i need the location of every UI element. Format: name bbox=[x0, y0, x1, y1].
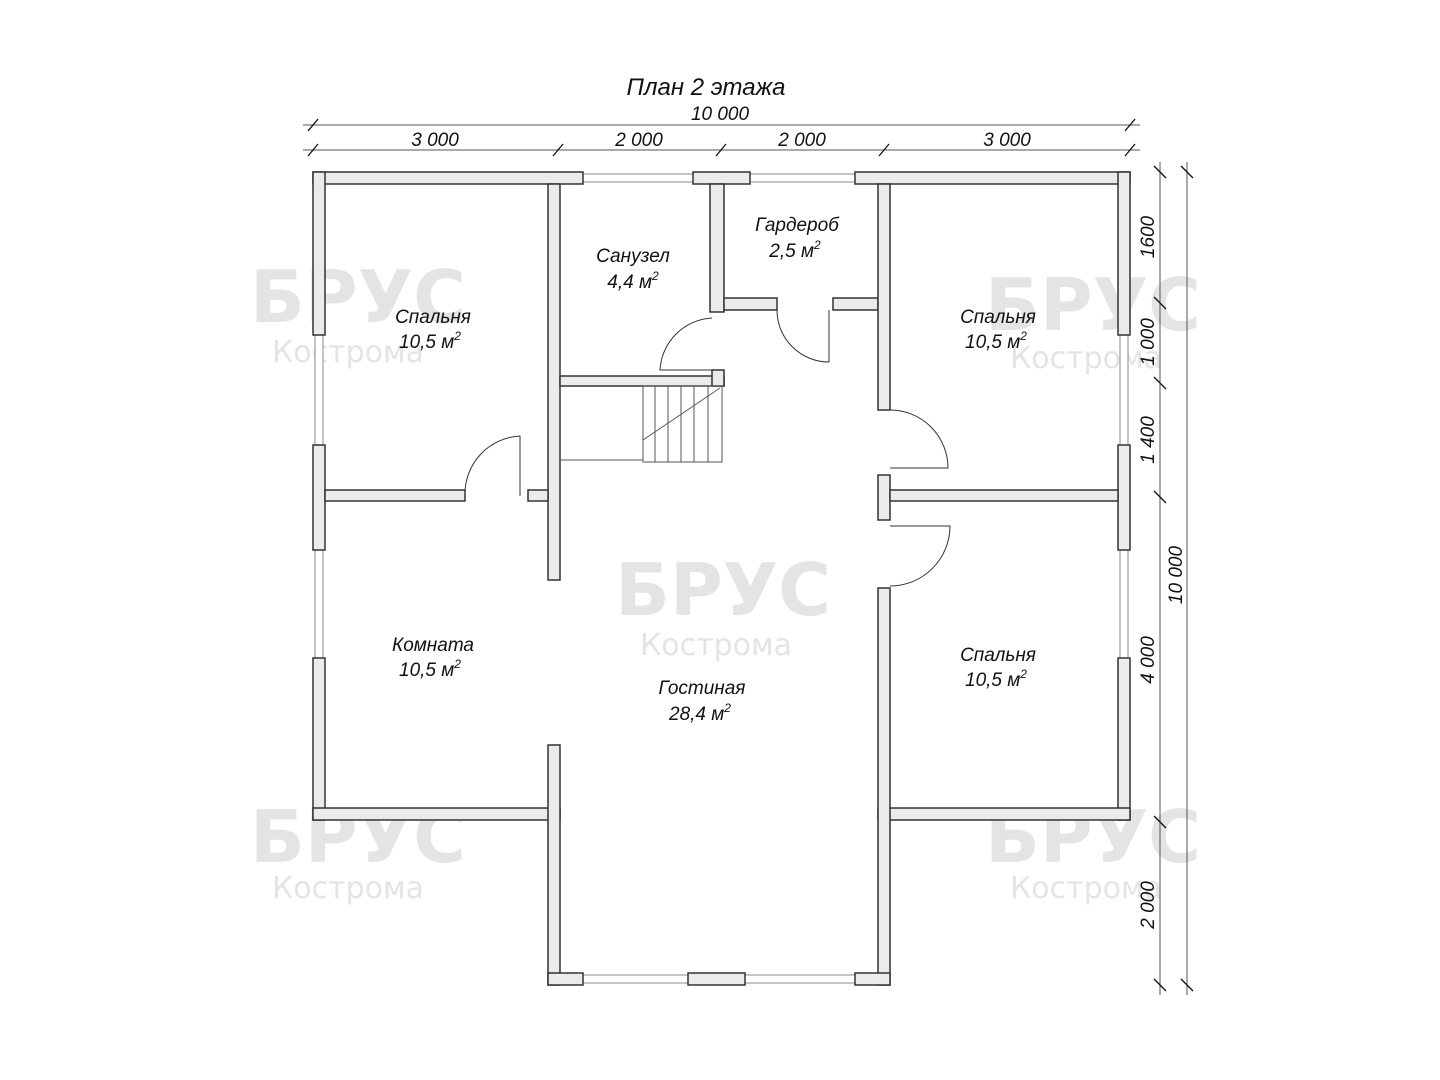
dim-label: 1600 bbox=[1138, 215, 1159, 258]
svg-text:Кострома: Кострома bbox=[1010, 341, 1162, 376]
dim-label: 4 000 bbox=[1138, 636, 1159, 684]
svg-text:БРУС: БРУС bbox=[985, 263, 1201, 347]
dim-label: 2 000 bbox=[777, 130, 826, 151]
svg-text:Спальня: Спальня bbox=[395, 307, 471, 328]
svg-text:Кострома: Кострома bbox=[1010, 871, 1162, 906]
svg-text:10,5 м2: 10,5 м2 bbox=[399, 657, 461, 681]
svg-text:4,4 м2: 4,4 м2 bbox=[607, 269, 659, 293]
svg-text:Гардероб: Гардероб bbox=[755, 215, 840, 236]
svg-text:28,4 м2: 28,4 м2 bbox=[668, 701, 731, 725]
svg-text:Спальня: Спальня bbox=[960, 645, 1036, 666]
svg-text:Спальня: Спальня bbox=[960, 307, 1036, 328]
plan-title: План 2 этажа bbox=[627, 74, 786, 101]
svg-text:Гостиная: Гостиная bbox=[659, 678, 746, 699]
svg-text:2,5 м2: 2,5 м2 bbox=[768, 238, 821, 262]
svg-text:Санузел: Санузел bbox=[596, 246, 670, 267]
dim-label: 1 400 bbox=[1138, 416, 1159, 464]
dim-label: 3 000 bbox=[411, 130, 459, 151]
doors bbox=[464, 309, 951, 587]
svg-text:10,5 м2: 10,5 м2 bbox=[399, 329, 461, 353]
windows bbox=[314, 173, 1129, 984]
dim-label: 2 000 bbox=[1138, 881, 1159, 930]
dim-total-right: 10 000 bbox=[1166, 546, 1187, 605]
stairs bbox=[560, 385, 723, 463]
svg-text:10,5 м2: 10,5 м2 bbox=[965, 329, 1027, 353]
svg-text:БРУС: БРУС bbox=[250, 255, 466, 339]
svg-text:БРУС: БРУС bbox=[615, 548, 831, 632]
right-dimensions: 1600 1 000 1 400 4 000 2 000 10 000 bbox=[1138, 162, 1194, 995]
dim-label: 2 000 bbox=[614, 130, 663, 151]
svg-text:10,5 м2: 10,5 м2 bbox=[965, 667, 1027, 691]
dim-total-top: 10 000 bbox=[691, 104, 750, 125]
dim-label: 1 000 bbox=[1138, 318, 1159, 366]
svg-text:Комната: Комната bbox=[392, 635, 474, 656]
svg-text:Кострома: Кострома bbox=[272, 335, 424, 370]
dim-label: 3 000 bbox=[983, 130, 1031, 151]
walls bbox=[312, 171, 1131, 986]
svg-text:Кострома: Кострома bbox=[640, 628, 792, 663]
svg-text:Кострома: Кострома bbox=[272, 871, 424, 906]
top-dimensions: 10 000 3 000 2 000 2 000 3 000 bbox=[303, 104, 1140, 157]
